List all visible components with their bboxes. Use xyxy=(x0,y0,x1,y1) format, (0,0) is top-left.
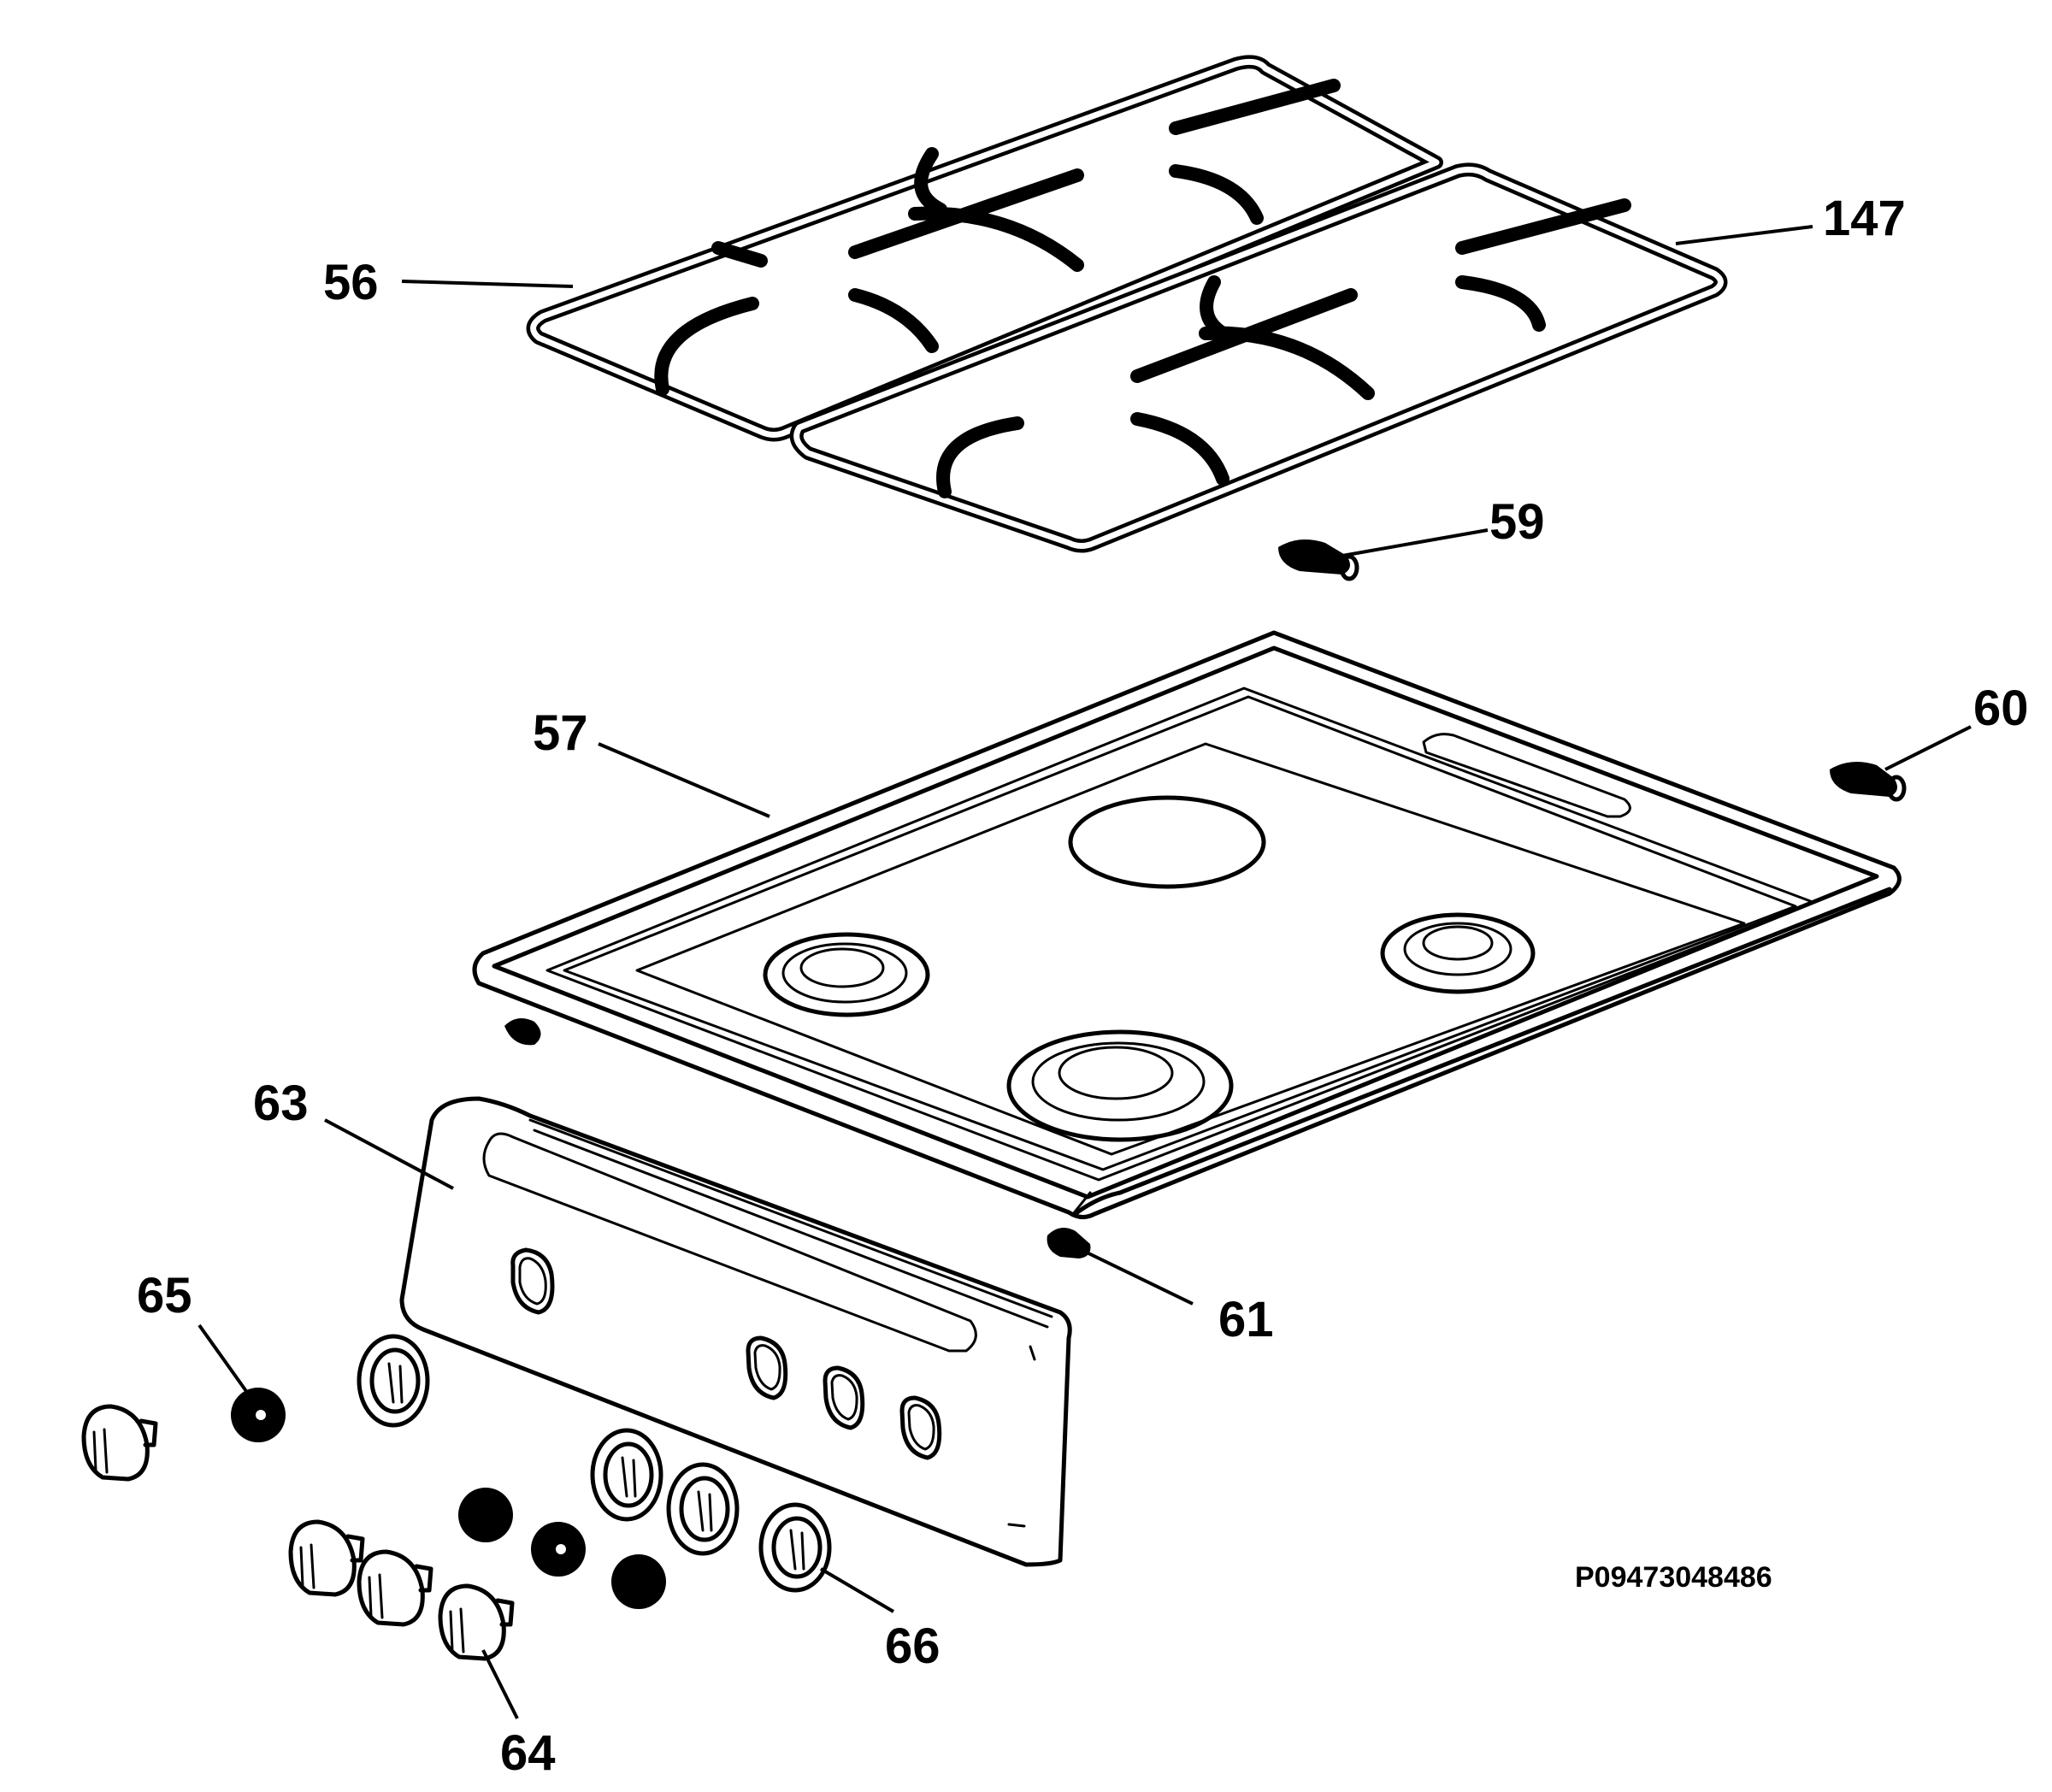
bezel xyxy=(357,1334,430,1428)
label-61: 61 xyxy=(1218,1292,1274,1347)
bezel xyxy=(666,1462,740,1556)
spacers xyxy=(231,1388,666,1609)
label-66: 66 xyxy=(885,1618,940,1674)
bezel xyxy=(758,1502,832,1593)
panel-knob-holes xyxy=(510,1247,942,1460)
screw-61 xyxy=(1047,1228,1091,1259)
knob xyxy=(81,1404,158,1482)
spacer xyxy=(531,1522,586,1577)
spacer xyxy=(231,1388,286,1442)
label-147: 147 xyxy=(1823,191,1906,246)
spacer xyxy=(611,1554,666,1609)
label-59: 59 xyxy=(1489,494,1545,550)
screw-60 xyxy=(1830,762,1907,802)
knob-bezels xyxy=(357,1334,832,1593)
knob xyxy=(288,1519,365,1597)
label-57: 57 xyxy=(533,705,588,761)
label-65: 65 xyxy=(137,1268,192,1323)
knob xyxy=(438,1583,515,1661)
part-labels: 56 147 59 57 60 63 61 65 66 64 P09473048… xyxy=(137,191,2029,1781)
pan-support-left xyxy=(526,55,1443,442)
bezel xyxy=(590,1428,663,1522)
label-56: 56 xyxy=(323,255,379,310)
screw-59 xyxy=(1278,539,1359,581)
hob-top xyxy=(472,630,1902,1219)
knob xyxy=(357,1549,433,1627)
drawing-code: P09473048486 xyxy=(1575,1561,1772,1594)
pan-support-right xyxy=(789,162,1728,553)
spacer xyxy=(458,1488,513,1542)
label-64: 64 xyxy=(500,1725,556,1781)
label-60: 60 xyxy=(1973,681,2029,736)
control-panel xyxy=(399,1096,1072,1567)
leader-lines xyxy=(198,225,1972,1719)
control-knobs xyxy=(81,1404,515,1661)
label-63: 63 xyxy=(253,1076,309,1131)
